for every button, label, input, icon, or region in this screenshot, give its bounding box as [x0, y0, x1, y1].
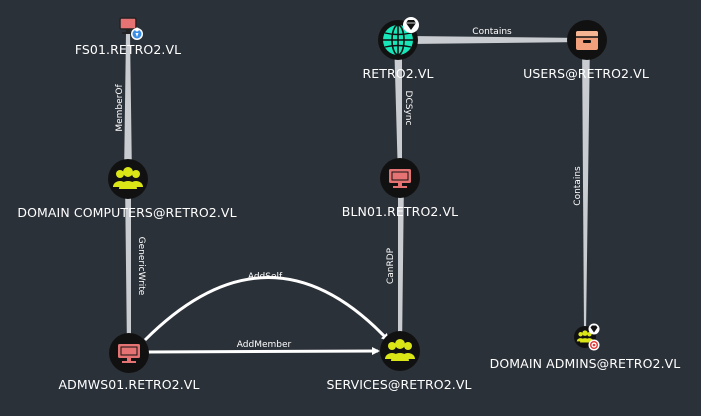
node-domain-computers[interactable] [108, 159, 148, 199]
node-label-users: USERS@RETRO2.VL [523, 66, 649, 81]
edge-canrdp[interactable]: CanRDP [386, 178, 404, 350]
box-icon [576, 31, 598, 50]
node-fs01[interactable] [119, 17, 143, 40]
edge-label-addself: AddSelf [248, 272, 283, 282]
node-label-admws01: ADMWS01.RETRO2.VL [58, 377, 200, 392]
edge-dcsync[interactable]: DCSync [394, 38, 413, 178]
node-label-services: SERVICES@RETRO2.VL [326, 377, 472, 392]
computer-icon [119, 17, 137, 34]
target-icon [588, 339, 600, 351]
edge-addmember[interactable]: AddMember [147, 340, 380, 356]
edge-label-contains-admins: Contains [573, 166, 583, 206]
node-bln01[interactable] [380, 158, 420, 198]
node-label-fs01: FS01.RETRO2.VL [74, 42, 182, 57]
node-label-domain-computers: DOMAIN COMPUTERS@RETRO2.VL [17, 205, 237, 220]
edge-genericwrite[interactable]: GenericWrite [125, 180, 146, 352]
edge-label-addmember: AddMember [237, 340, 292, 350]
edge-addself[interactable]: AddSelf [143, 272, 390, 342]
node-label-retro2: RETRO2.VL [362, 66, 434, 81]
node-retro2[interactable] [378, 17, 419, 60]
globe-icon [383, 24, 413, 56]
edge-label-contains-users: Contains [472, 27, 512, 37]
node-users[interactable] [567, 20, 607, 60]
node-label-bln01: BLN01.RETRO2.VL [341, 204, 459, 219]
edge-contains-users[interactable]: Contains [410, 27, 585, 44]
edge-label-dcsync: DCSync [403, 91, 413, 126]
node-services[interactable] [380, 331, 420, 371]
node-admws01[interactable] [109, 333, 149, 373]
computer-icon [118, 344, 140, 363]
node-domain-admins[interactable] [574, 323, 600, 351]
edge-label-genericwrite: GenericWrite [136, 237, 146, 296]
group-icon [113, 167, 143, 189]
edge-contains-admins[interactable]: Contains [573, 40, 590, 332]
gem-icon [588, 323, 600, 335]
group-icon [576, 330, 594, 343]
group-icon [385, 339, 415, 361]
edge-label-canrdp: CanRDP [386, 247, 396, 284]
gem-icon [403, 17, 419, 33]
edge-label-memberof: MemberOf [115, 84, 125, 132]
node-label-domain-admins: DOMAIN ADMINS@RETRO2.VL [489, 356, 681, 371]
computer-icon [389, 169, 411, 188]
edge-memberof[interactable]: MemberOf [115, 32, 132, 178]
marker-icon [131, 27, 143, 40]
